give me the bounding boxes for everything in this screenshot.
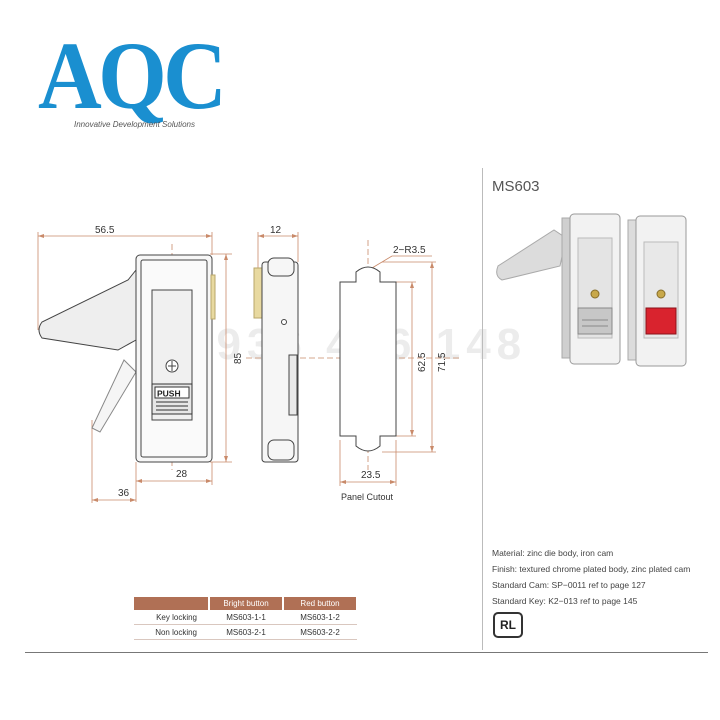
table-header-blank: [134, 597, 210, 610]
product-photos: [496, 213, 687, 367]
parts-table: Bright button Red button Key locking MS6…: [134, 597, 358, 640]
model-title: MS603: [492, 178, 540, 195]
table-row: Key locking MS603-1-1 MS603-1-2: [134, 610, 357, 625]
spec-key: Standard Key: K2−013 ref to page 145: [492, 596, 638, 606]
table-header-red: Red button: [283, 597, 358, 610]
column-divider: [482, 168, 483, 650]
technical-drawing: PUSH 56.5 12 2−R3.5 85 62.5 71.5 28 36 2…: [37, 225, 460, 503]
dim-width-overall: 56.5: [95, 225, 115, 236]
part-number: MS603-2-1: [209, 624, 283, 640]
row-label: Non locking: [134, 624, 209, 640]
table-header-bright: Bright button: [209, 597, 284, 610]
bottom-divider: [25, 652, 708, 653]
brand-logo: AQC Innovative Development Solutions: [38, 22, 248, 130]
table-row: Non locking MS603-2-1 MS603-2-2: [134, 624, 357, 640]
spec-material: Material: zinc die body, iron cam: [492, 548, 614, 558]
dim-cutout-outer: 71.5: [437, 352, 448, 372]
rl-badge: RL: [493, 612, 523, 638]
table-header-row: Bright button Red button: [134, 597, 358, 610]
spec-cam: Standard Cam: SP−0011 ref to page 127: [492, 580, 646, 590]
row-label: Key locking: [134, 610, 209, 625]
part-number: MS603-2-2: [283, 624, 357, 640]
push-button-label: PUSH: [157, 389, 181, 399]
dim-cutout-width: 23.5: [361, 470, 381, 481]
panel-cutout-label: Panel Cutout: [341, 492, 394, 502]
part-number: MS603-1-1: [209, 610, 283, 625]
dim-base-width: 28: [176, 469, 188, 480]
dim-depth: 12: [270, 225, 282, 236]
dim-height: 85: [233, 352, 244, 364]
logo-tagline: Innovative Development Solutions: [74, 120, 195, 129]
dim-cutout-inner: 62.5: [417, 352, 428, 372]
dim-handle-offset: 36: [118, 488, 130, 499]
spec-finish: Finish: textured chrome plated body, zin…: [492, 564, 691, 574]
part-number: MS603-1-2: [283, 610, 357, 625]
dim-radius: 2−R3.5: [393, 245, 426, 256]
logo-wordmark: AQC: [38, 22, 227, 129]
specifications: Material: zinc die body, iron cam Finish…: [492, 545, 690, 609]
